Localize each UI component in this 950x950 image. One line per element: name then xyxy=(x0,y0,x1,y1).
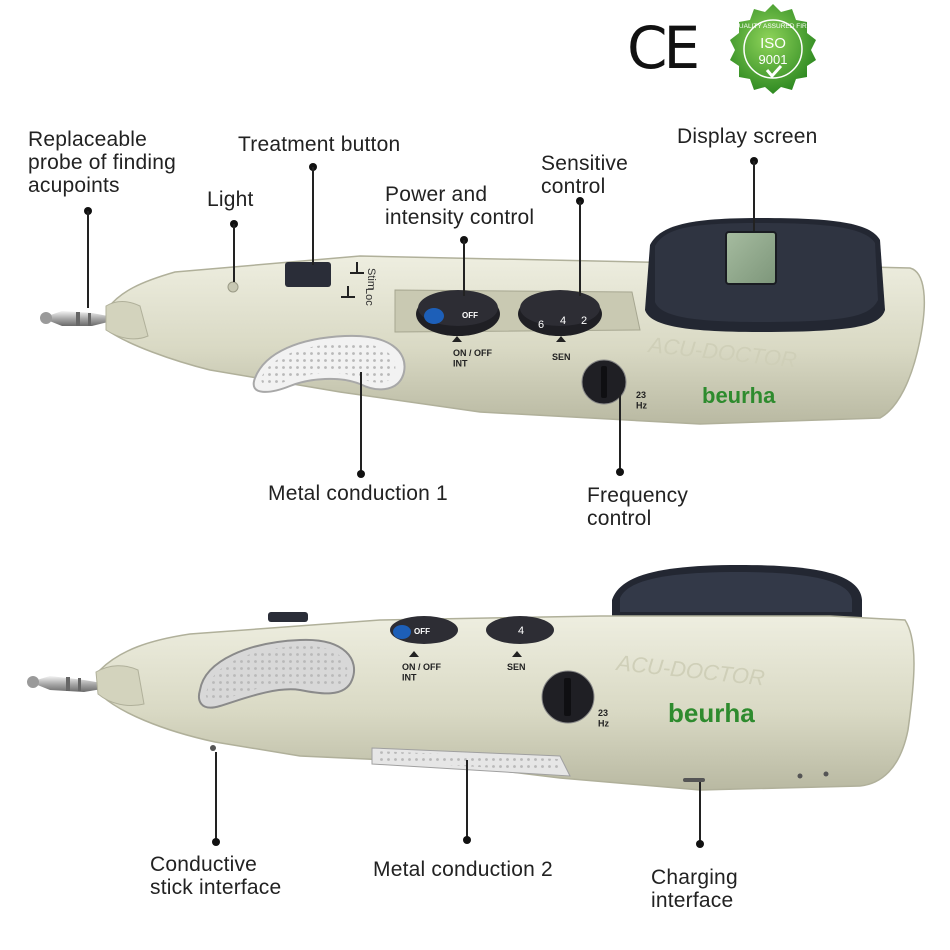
svg-text:4: 4 xyxy=(518,625,524,637)
leader-dot xyxy=(463,836,471,844)
leader-line xyxy=(312,167,314,265)
frequency-knob-bottom xyxy=(541,670,595,724)
checkmark-icon xyxy=(765,64,783,79)
label-treatment-button: Treatment button xyxy=(238,133,401,156)
charging-port xyxy=(683,778,705,782)
brand-logo-bottom: beurha xyxy=(668,698,755,728)
leader-line xyxy=(579,201,581,296)
leader-dot xyxy=(616,468,624,476)
leader-line xyxy=(463,240,465,296)
label-conductive-stick: Conductive stick interface xyxy=(150,853,282,899)
label-light: Light xyxy=(207,188,254,211)
display-screen-glass xyxy=(725,231,777,285)
brand-logo-top: beurha xyxy=(702,383,776,408)
leader-dot xyxy=(357,470,365,478)
frequency-knob-top xyxy=(581,359,627,405)
leader-line xyxy=(360,372,362,472)
leader-line xyxy=(619,395,621,471)
sensitivity-dial-bottom: 4 xyxy=(486,616,554,644)
power-dial-bottom: OFF xyxy=(390,616,458,644)
leader-line xyxy=(215,752,217,842)
leader-dot xyxy=(212,838,220,846)
label-charging-interface: Charging interface xyxy=(651,866,738,912)
label-metal-conduction-2: Metal conduction 2 xyxy=(373,858,553,881)
iso-seal-top-text: QUALITY ASSURED FIRM xyxy=(734,23,812,30)
sensitivity-dial-top: 6 4 2 xyxy=(518,290,602,336)
conductive-stick-port xyxy=(210,745,216,751)
label-metal-conduction-1: Metal conduction 1 xyxy=(268,482,448,505)
sen-label-bottom: SEN xyxy=(507,662,526,672)
stim-label: Stim xyxy=(365,268,377,290)
svg-text:6: 6 xyxy=(538,319,544,331)
sen-label: SEN xyxy=(552,352,571,362)
label-sensitive-control: Sensitive control xyxy=(541,152,629,198)
ce-mark: CE xyxy=(627,14,700,82)
probe-tip-top xyxy=(40,311,108,326)
leader-dot xyxy=(696,840,704,848)
indicator-light xyxy=(227,281,239,293)
label-frequency-control: Frequency control xyxy=(587,484,689,530)
iso-9001-seal: QUALITY ASSURED FIRM ISO 9001 xyxy=(730,4,816,94)
treatment-button-shape xyxy=(285,262,331,287)
iso-seal-number-text: 9001 xyxy=(759,52,788,67)
label-power-intensity: Power and intensity control xyxy=(385,183,535,229)
svg-text:2: 2 xyxy=(581,315,587,327)
svg-text:OFF: OFF xyxy=(462,311,478,320)
loc-label: Loc xyxy=(363,288,375,306)
power-dial-top: OFF xyxy=(416,290,500,336)
label-probe: Replaceable probe of finding acupoints xyxy=(28,128,176,197)
svg-text:4: 4 xyxy=(560,315,566,327)
leader-line xyxy=(87,211,89,308)
leader-line xyxy=(753,161,755,231)
label-display-screen: Display screen xyxy=(677,125,818,148)
leader-line xyxy=(466,760,468,840)
leader-line xyxy=(699,782,701,844)
svg-text:OFF: OFF xyxy=(414,627,430,636)
iso-seal-main-text: ISO xyxy=(760,35,786,52)
leader-line xyxy=(233,224,235,282)
probe-tip-bottom xyxy=(27,676,102,692)
display-housing xyxy=(645,218,885,332)
